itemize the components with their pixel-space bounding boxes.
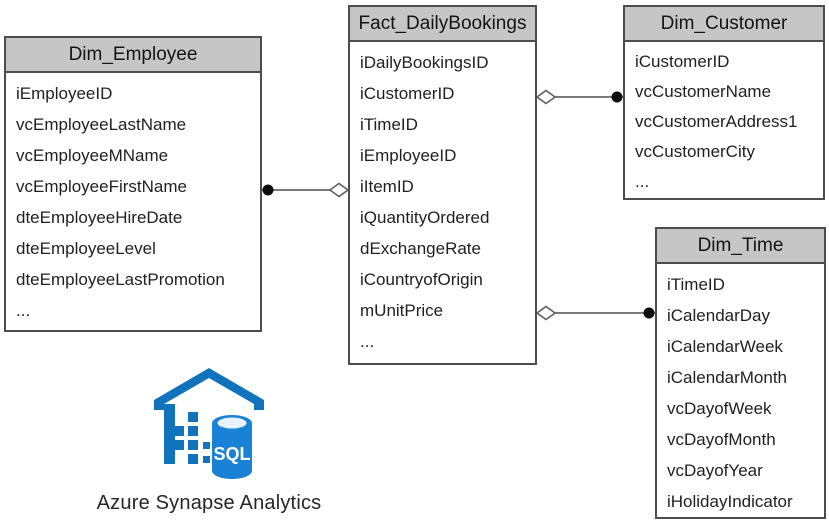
open-diamond-end <box>535 89 557 105</box>
table-title: Dim_Employee <box>6 38 260 73</box>
table-field-row: iCustomerID <box>360 84 455 103</box>
relationship-fact-customer <box>535 89 623 105</box>
azure-synapse-icon: SQL <box>154 368 264 481</box>
table-field-row: iItemID <box>360 177 414 196</box>
table-field-row: mUnitPrice <box>360 301 444 320</box>
table-field-row: vcEmployeeFirstName <box>16 177 187 196</box>
table-dim-customer: Dim_Customer iCustomerID vcCustomerName vc… <box>623 5 825 200</box>
table-field-row: vcEmployeeLastName <box>16 115 187 134</box>
table-field-row: iHolidayIndicator <box>667 492 793 511</box>
table-fact-dailybookings: Fact_DailyBookings iDailyBookingsID iCust… <box>348 5 537 365</box>
table-field-row: iQuantityOrdered <box>360 208 490 227</box>
table-field-row: iCountryofOrigin <box>360 270 483 289</box>
filled-dot-end <box>643 307 655 319</box>
table-field-row: vcEmployeeMName <box>16 146 169 165</box>
sql-database-icon: SQL <box>210 413 254 481</box>
table-field-row: dExchangeRate <box>360 239 481 258</box>
table-field-row: ... <box>16 301 31 320</box>
table-field-row: iCalendarWeek <box>667 337 783 356</box>
table-field-list: iTimeID iCalendarDay iCalendarWeek iCalenda… <box>657 264 824 519</box>
open-diamond-end <box>535 305 557 321</box>
table-dim-time: Dim_Time iTimeID iCalendarDay iCalendarWee… <box>655 227 826 519</box>
table-field-row: vcCustomerName <box>635 82 772 101</box>
table-field-row: vcCustomerCity <box>635 142 755 161</box>
sql-badge: SQL <box>213 444 250 464</box>
platform-label: Azure Synapse Analytics <box>96 492 322 514</box>
table-field-row: iTimeID <box>360 115 418 134</box>
table-field-row: iCustomerID <box>635 52 730 71</box>
table-field-row: iDailyBookingsID <box>360 53 489 72</box>
table-field-row: vcDayofMonth <box>667 430 776 449</box>
table-title: Dim_Time <box>657 229 824 264</box>
table-field-list: iCustomerID vcCustomerName vcCustomerAddre… <box>625 42 823 199</box>
filled-dot-end <box>262 184 274 196</box>
table-field-row: dteEmployeeLastPromotion <box>16 270 225 289</box>
relationship-fact-time <box>535 305 655 321</box>
relationship-employee-fact <box>262 182 350 198</box>
table-field-list: iDailyBookingsID iCustomerID iTimeID iEmplo… <box>350 42 535 359</box>
table-field-row: dteEmployeeHireDate <box>16 208 183 227</box>
table-field-row: dteEmployeeLevel <box>16 239 156 258</box>
table-dim-employee: Dim_Employee iEmployeeID vcEmployeeLastNa… <box>4 36 262 332</box>
open-diamond-end <box>328 182 350 198</box>
table-field-row: vcCustomerAddress1 <box>635 112 798 131</box>
table-field-row: iTimeID <box>667 275 725 294</box>
table-field-row: iCalendarMonth <box>667 368 788 387</box>
table-field-list: iEmployeeID vcEmployeeLastName vcEmployeeM… <box>6 73 260 328</box>
table-field-row: iEmployeeID <box>360 146 457 165</box>
table-field-row: ... <box>635 172 650 191</box>
table-title: Dim_Customer <box>625 7 823 42</box>
table-field-row: ... <box>360 332 375 351</box>
table-title: Fact_DailyBookings <box>350 7 535 42</box>
table-field-row: vcDayofYear <box>667 461 763 480</box>
warehouse-icon <box>154 368 264 464</box>
table-field-row: vcDayofWeek <box>667 399 772 418</box>
table-field-row: iEmployeeID <box>16 84 113 103</box>
filled-dot-end <box>611 91 623 103</box>
table-field-row: iCalendarDay <box>667 306 770 325</box>
